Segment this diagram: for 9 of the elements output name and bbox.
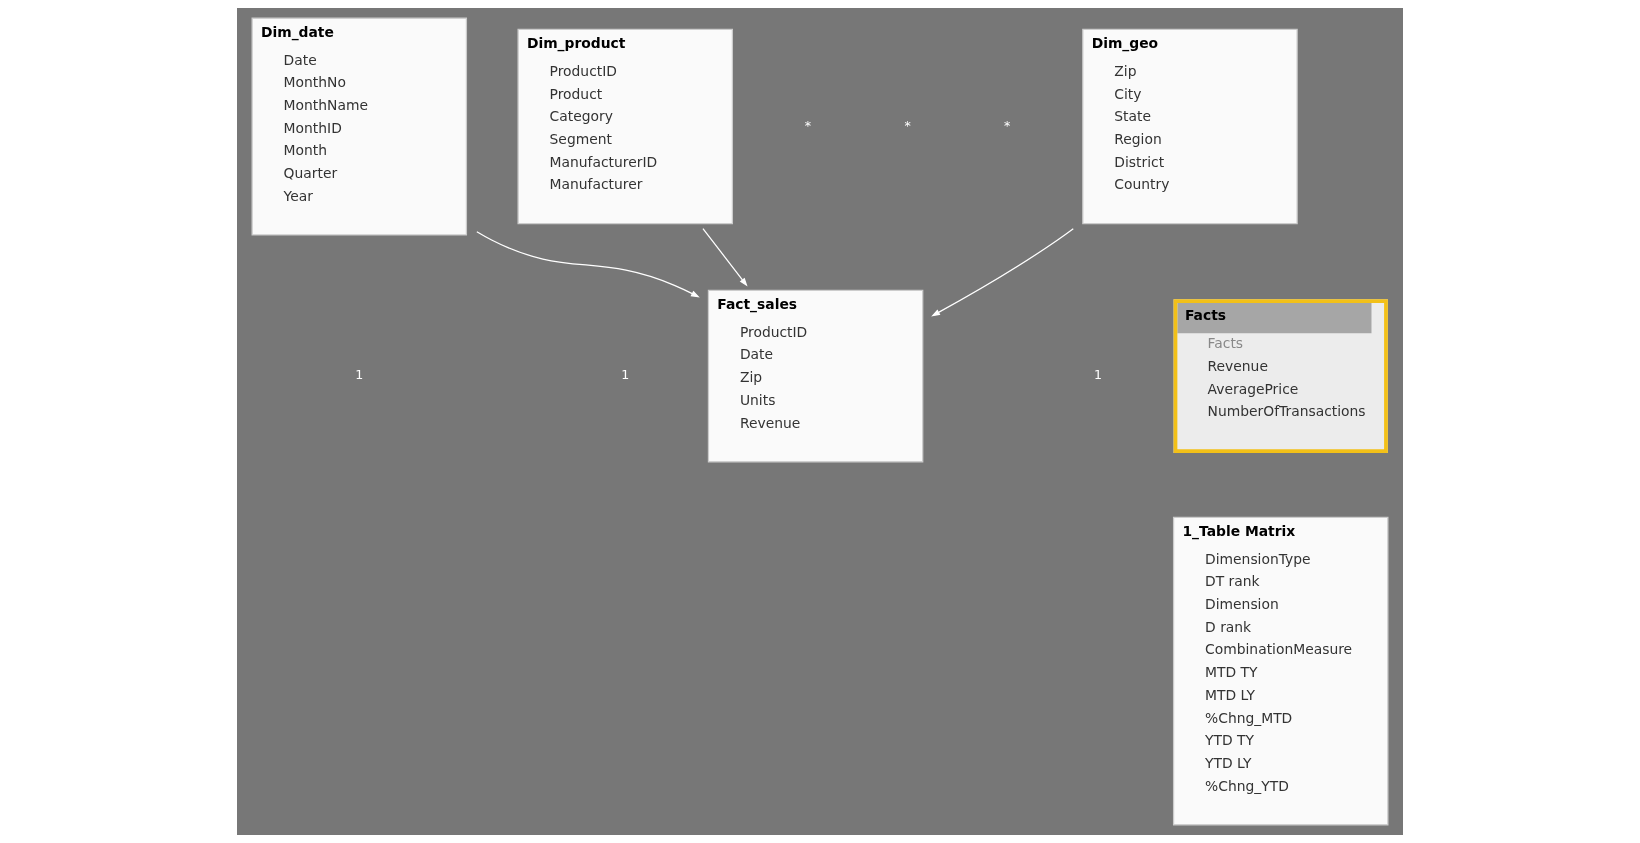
arrow (931, 228, 1074, 317)
label: 1 (1093, 367, 1102, 383)
arrow (476, 231, 700, 298)
arrow (702, 228, 748, 287)
label: * (904, 117, 911, 133)
label: 1 (621, 367, 630, 383)
label: 1 (355, 367, 364, 383)
label: * (804, 117, 812, 133)
label: * (1004, 117, 1011, 133)
